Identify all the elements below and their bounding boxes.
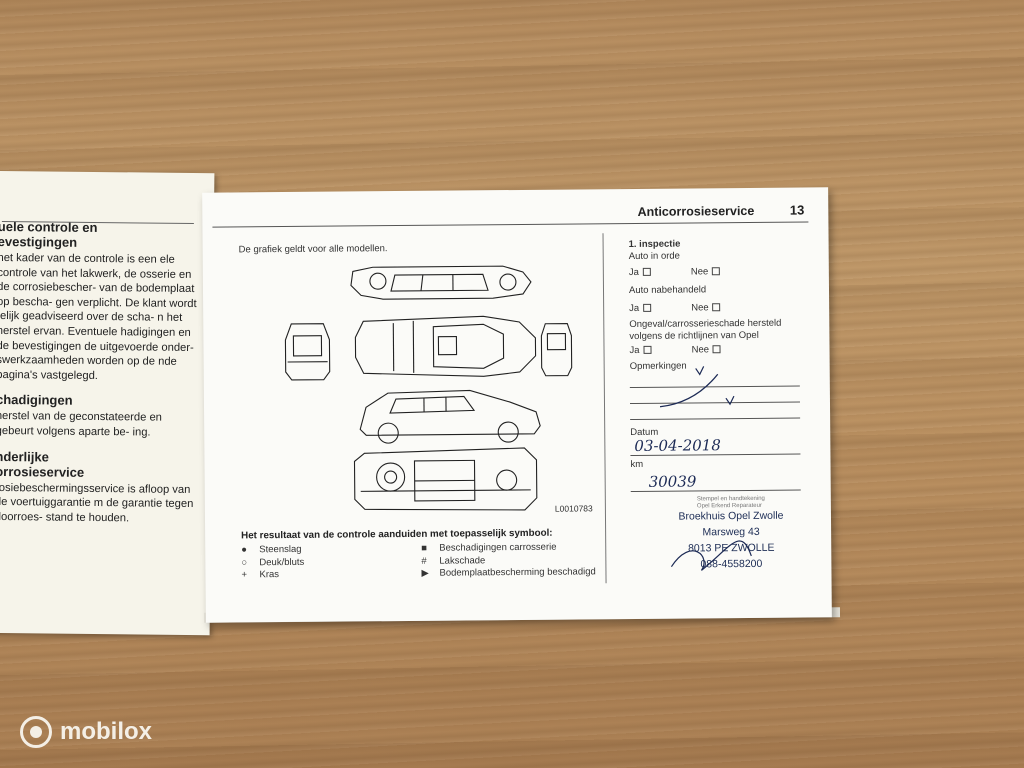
left-paragraph-3: rosiebeschermingsservice is afloop van d… <box>0 481 194 525</box>
page-header: Anticorrosieservice 13 <box>212 199 809 228</box>
mobilox-watermark: mobilox <box>20 716 152 748</box>
car-rear-view <box>540 323 573 377</box>
car-underbody-view <box>353 447 538 511</box>
legend-right: ■Beschadigingen carrosserie #Lakschade ▶… <box>421 541 596 580</box>
left-paragraph-1: het kader van de controle is een ele con… <box>0 251 197 382</box>
left-heading-2: chadigingen <box>0 392 73 409</box>
column-divider <box>602 233 607 584</box>
checkbox-yes-2[interactable] <box>643 304 652 313</box>
question-repair-a: Ongeval/carrosserieschade hersteld <box>629 317 782 331</box>
question-repair-b: volgens de richtlijnen van Opel <box>629 329 759 343</box>
legend-item: ○Deuk/bluts <box>241 556 305 568</box>
form-section-title: 1. inspectie <box>628 238 681 251</box>
page-title: Anticorrosieservice <box>637 203 755 219</box>
legend-title: Het resultaat van de controle aanduiden … <box>241 527 553 542</box>
car-front-view <box>284 323 331 381</box>
right-page: Anticorrosieservice 13 De grafiek geldt … <box>202 187 832 623</box>
legend-item: ●Steenslag <box>241 543 302 556</box>
question-car-ok: Auto in orde <box>628 250 680 263</box>
left-paragraph-2: herstel van de geconstateerde en gebeurt… <box>0 410 162 439</box>
car-diagram <box>284 265 573 511</box>
legend-left: ●Steenslag ○Deuk/bluts +Kras <box>241 544 304 582</box>
page-number: 13 <box>789 202 805 218</box>
checkbox-yes-1[interactable] <box>642 268 651 277</box>
figure-code: L0010783 <box>554 503 593 514</box>
checkbox-yes-3[interactable] <box>643 346 652 355</box>
checkbox-no-3[interactable] <box>712 345 722 354</box>
question-treated: Auto nabehandeld <box>628 284 707 297</box>
legend-item: +Kras <box>241 569 280 581</box>
mobilox-logo-icon <box>20 716 52 748</box>
car-side-view <box>359 389 541 436</box>
car-side-view-top <box>350 265 532 300</box>
brand-name: mobilox <box>60 718 153 745</box>
checkbox-no-1[interactable] <box>712 267 721 276</box>
car-top-view <box>354 315 537 377</box>
legend-item: ▶Bodemplaatbescherming beschadigd <box>421 566 596 579</box>
handwritten-marks <box>659 366 752 571</box>
checkbox-no-2[interactable] <box>712 303 721 312</box>
figure-caption: De grafiek geldt voor alle modellen. <box>238 243 388 256</box>
